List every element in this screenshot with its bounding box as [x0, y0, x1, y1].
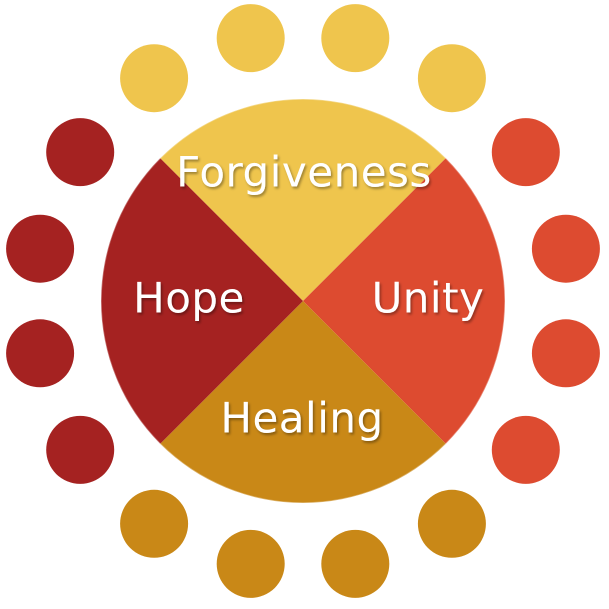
- label-healing: Healing: [220, 394, 383, 443]
- dot-bottom-1: [417, 489, 486, 558]
- dot-left-1: [46, 415, 115, 484]
- dot-left-4: [46, 118, 115, 187]
- dot-right-3: [531, 319, 600, 388]
- wheel-outline: [100, 98, 506, 504]
- dot-top-2: [216, 4, 285, 73]
- dot-top-1: [120, 44, 189, 113]
- dot-bottom-4: [120, 489, 189, 558]
- label-hope: Hope: [133, 274, 245, 323]
- label-unity: Unity: [372, 274, 485, 323]
- dot-top-3: [321, 4, 390, 73]
- dot-right-4: [491, 415, 560, 484]
- dot-right-1: [491, 118, 560, 187]
- dot-top-4: [417, 44, 486, 113]
- dot-left-2: [6, 319, 75, 388]
- dot-bottom-3: [216, 529, 285, 598]
- dot-right-2: [531, 214, 600, 283]
- outer-dot-ring: [6, 4, 600, 598]
- dot-bottom-2: [321, 529, 390, 598]
- label-forgiveness: Forgiveness: [176, 148, 432, 197]
- dot-left-3: [6, 214, 75, 283]
